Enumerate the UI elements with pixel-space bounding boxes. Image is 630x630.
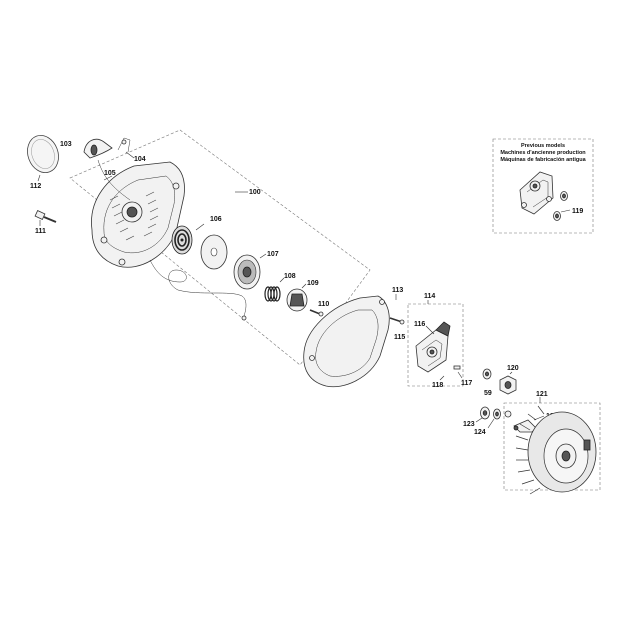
part-105-starter-housing (91, 161, 185, 268)
inset-title-line-3: Máquinas de fabricación antigua (500, 157, 586, 163)
inset-washer-drawing (553, 191, 568, 221)
part-spring-cover-plate (200, 234, 228, 270)
part-123-washer (480, 406, 490, 420)
starter-rope-lower (149, 259, 247, 317)
inset-ignition-coil-drawing (519, 171, 554, 215)
callout-106: 106 (210, 216, 222, 223)
callout-124: 124 (474, 429, 486, 436)
callout-115: 115 (394, 334, 405, 341)
part-104-rope-guide (117, 137, 131, 153)
part-120-flywheel-nut (499, 375, 517, 395)
part-108-pawl-spring (264, 286, 281, 302)
inset-title-line-2: Machines d'ancienne production (500, 150, 586, 156)
callout-103: 103 (60, 141, 72, 148)
callout-104: 104 (134, 156, 146, 163)
callout-120: 120 (507, 365, 519, 372)
callout-123: 123 (463, 421, 475, 428)
part-111-screw (34, 210, 57, 223)
callout-119: 119 (572, 208, 583, 215)
part-59-washer (482, 368, 492, 380)
callout-116: 116 (414, 321, 425, 328)
callout-108: 108 (284, 273, 296, 280)
callout-121: 121 (536, 391, 548, 398)
inset-title-line-1: Previous models (521, 143, 565, 149)
part-117-spark-wire-terminal (453, 365, 461, 370)
callout-118: 118 (432, 382, 443, 389)
part-flywheel (515, 405, 597, 495)
part-107-rope-pulley (233, 254, 261, 290)
group-100-outline (69, 129, 371, 366)
part-116-ignition-coil (415, 321, 451, 373)
part-115-coil-screw (389, 317, 405, 325)
group-114-outline (407, 303, 464, 387)
part-109-pulley-cap (286, 288, 308, 312)
part-fan-cover-plate (303, 295, 390, 388)
callout-109: 109 (307, 280, 319, 287)
callout-59: 59 (484, 390, 492, 397)
callout-111: 111 (35, 228, 46, 235)
part-103-starter-handle (83, 138, 113, 159)
part-122-starter-pawl (504, 410, 537, 433)
starter-rope-upper (97, 159, 131, 201)
callout-112: 112 (30, 183, 41, 190)
part-112-cover-disc (27, 135, 59, 173)
previous-models-inset: Previous models Machines d'ancienne prod… (492, 138, 594, 234)
callout-114: 114 (424, 293, 435, 300)
part-110-center-screw (309, 309, 324, 317)
callout-105: 105 (104, 170, 116, 177)
callout-107: 107 (267, 251, 279, 258)
callout-117: 117 (461, 380, 472, 387)
callout-100: 100 (249, 189, 261, 196)
callout-113: 113 (392, 287, 403, 294)
callout-110: 110 (318, 301, 329, 308)
part-124-washer (493, 408, 501, 420)
part-106-rewind-spring (171, 225, 193, 255)
